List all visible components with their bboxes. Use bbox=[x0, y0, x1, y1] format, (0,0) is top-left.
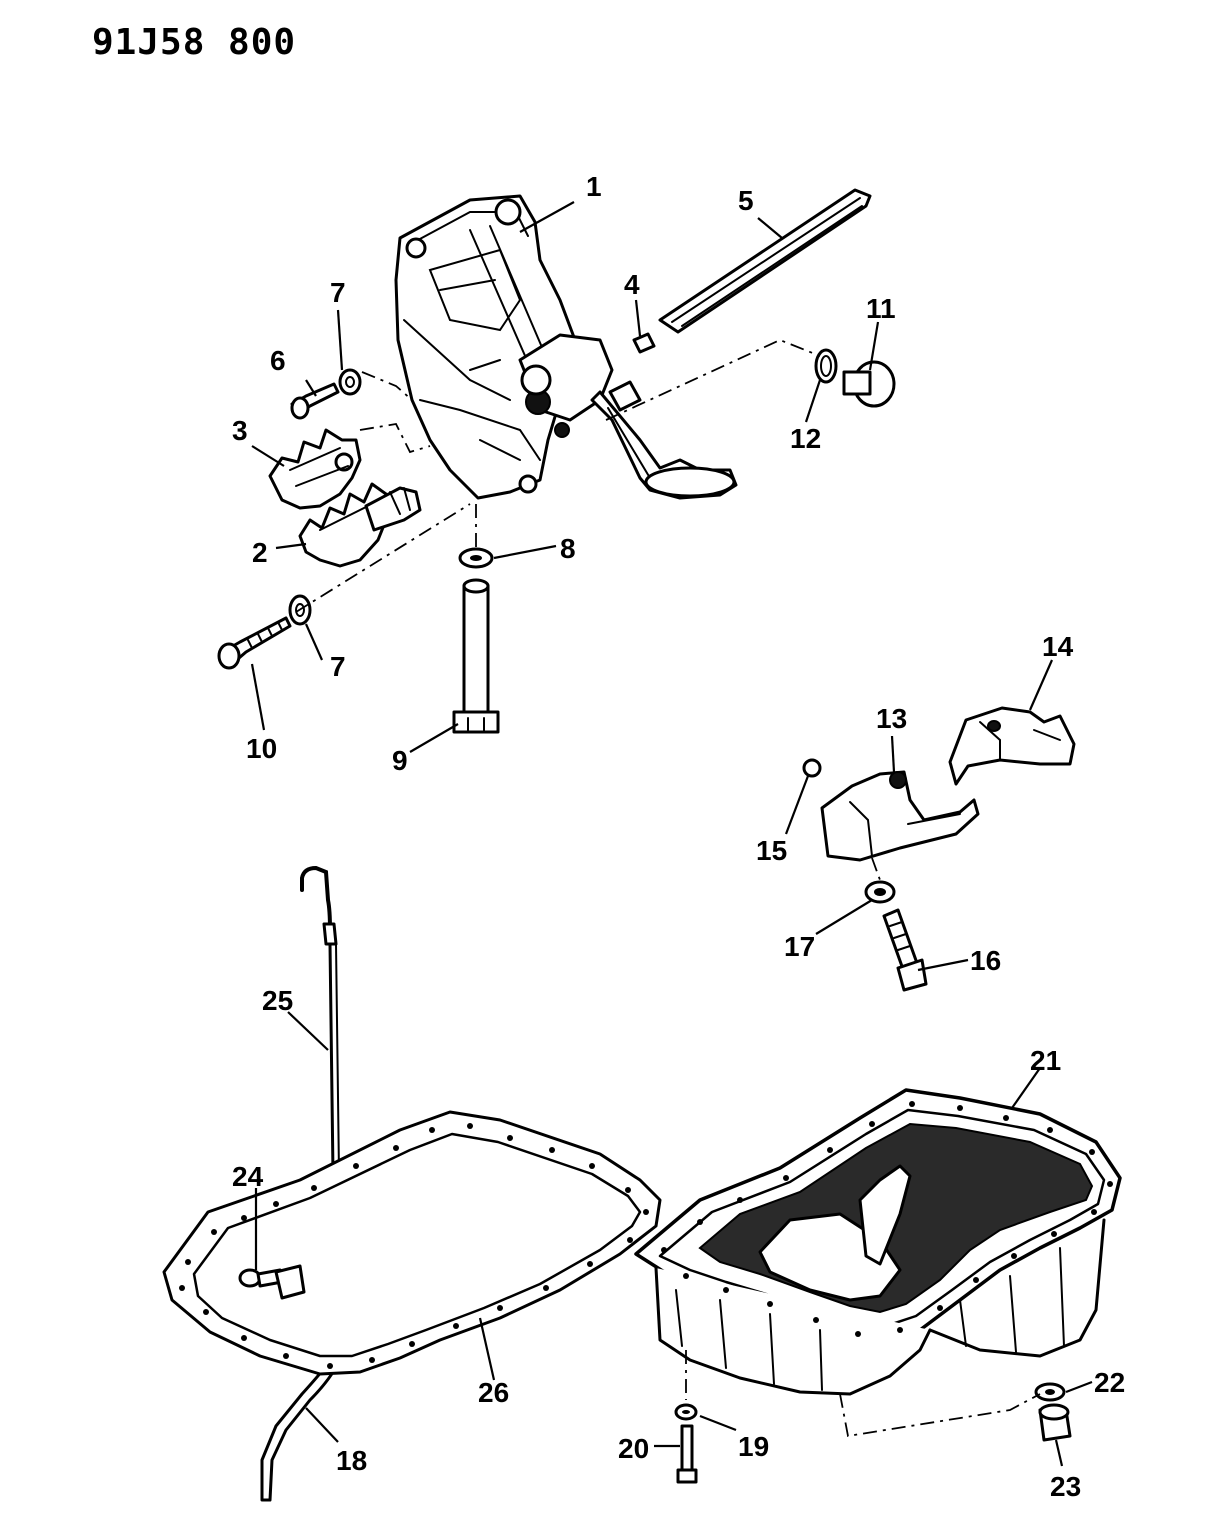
washer-8 bbox=[458, 547, 494, 569]
callout-23: 23 bbox=[1050, 1471, 1081, 1502]
ball-15 bbox=[802, 758, 822, 778]
drawing-id: 91J58 800 bbox=[92, 22, 296, 63]
callout-1: 1 bbox=[586, 171, 602, 202]
callout-22: 22 bbox=[1094, 1367, 1125, 1398]
callout-7-upper: 7 bbox=[330, 277, 346, 308]
callout-12: 12 bbox=[790, 423, 821, 454]
callout-21: 21 bbox=[1030, 1045, 1061, 1076]
assembly-line-bolt10 bbox=[295, 503, 471, 613]
pin-4 bbox=[632, 332, 656, 354]
washer-7-upper bbox=[338, 368, 362, 396]
leader-lines bbox=[250, 201, 1093, 1467]
callout-18: 18 bbox=[336, 1445, 367, 1476]
callout-13: 13 bbox=[876, 703, 907, 734]
oil-pan-gasket bbox=[162, 1110, 662, 1376]
oil-pickup-tube bbox=[590, 380, 738, 500]
callout-8: 8 bbox=[560, 533, 576, 564]
callout-20: 20 bbox=[618, 1433, 649, 1464]
relief-valve-plug bbox=[814, 348, 896, 408]
callout-15: 15 bbox=[756, 835, 787, 866]
callout-9: 9 bbox=[392, 745, 408, 776]
pump-drive-shaft bbox=[658, 188, 872, 334]
mount-bracket-14 bbox=[948, 706, 1076, 786]
washer-19 bbox=[674, 1403, 698, 1421]
callout-6: 6 bbox=[270, 345, 286, 376]
drain-plug-gasket-22 bbox=[1034, 1382, 1066, 1402]
assembly-line-shaft bbox=[605, 339, 821, 421]
bolt-16 bbox=[882, 908, 928, 992]
callout-7-lower: 7 bbox=[330, 651, 346, 682]
idler-gear bbox=[268, 428, 362, 510]
callout-26: 26 bbox=[478, 1377, 509, 1408]
drive-gear bbox=[298, 482, 422, 568]
callout-16: 16 bbox=[970, 945, 1001, 976]
bolt-6 bbox=[290, 382, 340, 420]
drain-plug-23 bbox=[1038, 1403, 1072, 1442]
callout-25: 25 bbox=[262, 985, 293, 1016]
mount-bracket-13 bbox=[820, 770, 980, 862]
bolt-20 bbox=[676, 1424, 698, 1484]
callout-24: 24 bbox=[232, 1161, 264, 1192]
assembly-line-gear bbox=[359, 423, 431, 454]
bolt-24 bbox=[238, 1264, 306, 1300]
oil-pan bbox=[634, 1088, 1122, 1396]
bolt-9 bbox=[452, 578, 500, 734]
assembly-line-bolt16 bbox=[871, 857, 881, 881]
assembly-line-drain bbox=[839, 1393, 1041, 1438]
callout-10: 10 bbox=[246, 733, 277, 764]
callout-19: 19 bbox=[738, 1431, 769, 1462]
assembly-line-bolt6 bbox=[361, 371, 413, 401]
callout-14: 14 bbox=[1042, 631, 1074, 662]
callout-3: 3 bbox=[232, 415, 248, 446]
callout-4: 4 bbox=[624, 269, 640, 300]
callout-2: 2 bbox=[252, 537, 268, 568]
callout-5: 5 bbox=[738, 185, 754, 216]
callout-11: 11 bbox=[866, 293, 896, 324]
washer-17 bbox=[864, 880, 896, 904]
callout-17: 17 bbox=[784, 931, 815, 962]
washer-7-lower bbox=[288, 594, 312, 626]
bolt-10 bbox=[217, 616, 292, 670]
oil-pump-body bbox=[394, 194, 614, 500]
